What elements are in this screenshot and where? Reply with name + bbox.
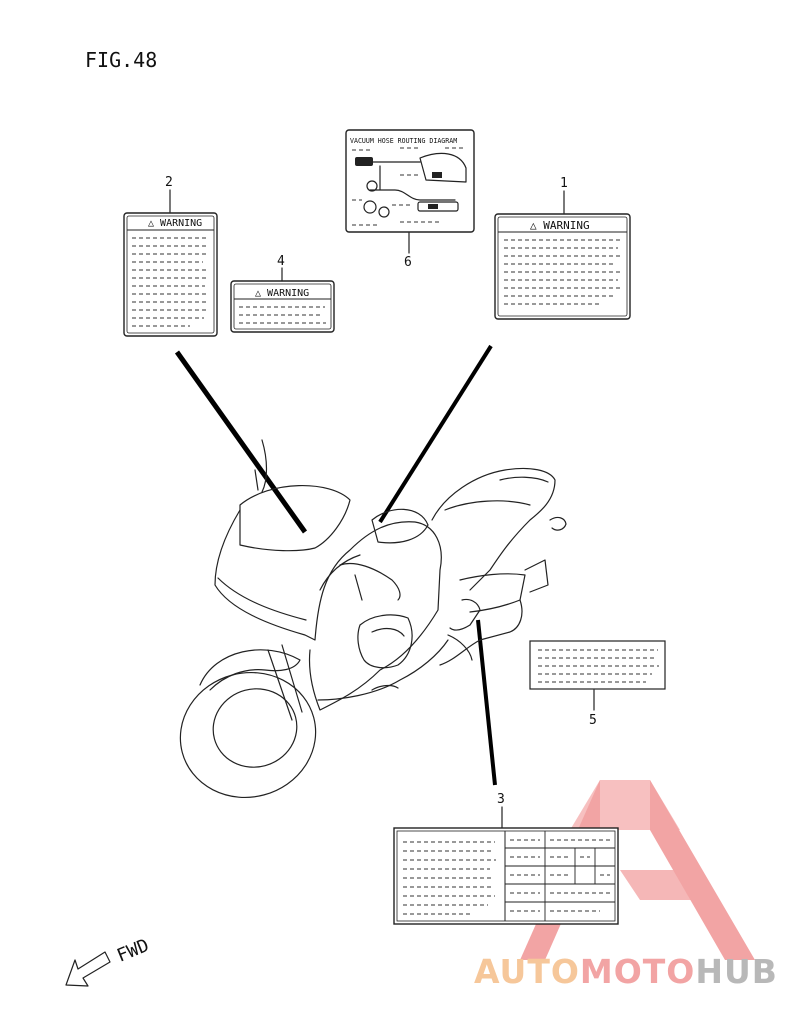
callout-5: 5 bbox=[589, 713, 597, 728]
callout-3: 3 bbox=[497, 792, 505, 807]
tire-pressure-table bbox=[505, 831, 615, 921]
callout-4: 4 bbox=[277, 254, 285, 269]
label-5 bbox=[529, 640, 666, 690]
watermark-auto: AUTO bbox=[474, 952, 580, 991]
vacuum-hose-label-6: VACUUM HOSE ROUTING DIAGRAM bbox=[345, 129, 475, 233]
warning-title-1: △ WARNING bbox=[530, 219, 590, 232]
vacuum-schematic bbox=[352, 147, 467, 226]
callout-2: 2 bbox=[165, 175, 173, 190]
warning-title-2: △ WARNING bbox=[148, 218, 202, 229]
figure-title: FIG.48 bbox=[85, 48, 157, 72]
callout-1: 1 bbox=[560, 176, 568, 191]
forward-arrow-icon bbox=[65, 951, 111, 987]
warning-label-4: △ WARNING bbox=[230, 280, 335, 333]
warning-label-2: △ WARNING bbox=[123, 212, 218, 337]
warning-label-1: △ WARNING bbox=[494, 213, 631, 320]
motorcycle-drawing bbox=[179, 439, 567, 799]
watermark-brand: AUTOMOTOHUB bbox=[474, 952, 778, 991]
warning-triangle-icon: △ bbox=[255, 288, 267, 299]
vacuum-title: VACUUM HOSE ROUTING DIAGRAM bbox=[350, 137, 457, 145]
label-3 bbox=[393, 827, 619, 925]
warning-title-4: △ WARNING bbox=[255, 288, 309, 299]
warning-triangle-icon: △ bbox=[530, 219, 543, 232]
callout-6: 6 bbox=[404, 255, 412, 270]
watermark-moto: MOTO bbox=[579, 952, 696, 991]
warning-text-lines-2 bbox=[132, 237, 209, 327]
watermark-hub: HUB bbox=[695, 952, 778, 991]
fwd-label: FWD bbox=[114, 935, 152, 967]
warning-triangle-icon: △ bbox=[148, 218, 160, 229]
leader-line-1 bbox=[378, 344, 493, 524]
leader-line-3 bbox=[476, 619, 497, 786]
leader-line-2 bbox=[174, 350, 308, 534]
